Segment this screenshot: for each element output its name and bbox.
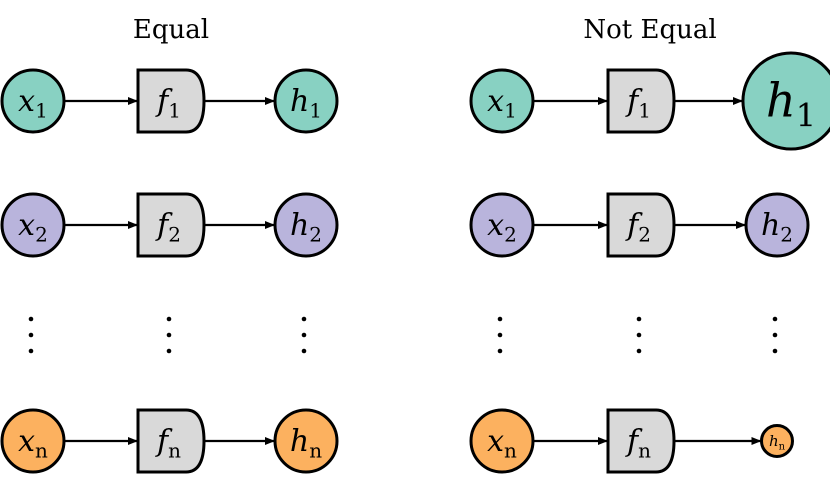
panel1-ellipsis-col2-dot1: [166, 316, 172, 322]
panel2-row1-output-label-symbol: h: [766, 73, 796, 127]
panel2-ellipsis-col1-dot3: [497, 348, 503, 354]
panel2-row1-input-label: x1: [487, 84, 517, 123]
panel2-row3-input-label-subscript: n: [504, 439, 517, 463]
panel2-row1-function-label-subscript: 1: [638, 99, 651, 123]
panel2-row1-output-label: h1: [766, 73, 816, 134]
panel1-ellipsis-col2-dot3: [166, 348, 172, 354]
panel1-ellipsis-col3-dot3: [301, 348, 307, 354]
panel2-row2-output-label: h2: [761, 208, 793, 247]
panel2-ellipsis-col3-dot3: [772, 348, 778, 354]
panel1-row3-input-label-symbol: x: [18, 424, 35, 459]
panel2-row3-output-label-symbol: h: [769, 432, 779, 450]
panel2-ellipsis-col1-dot2: [497, 332, 503, 338]
panel2-row1-output-label-subscript: 1: [796, 97, 816, 135]
panel1-row3-function-label-subscript: n: [168, 439, 181, 463]
panel2-row2-output-node: [744, 192, 810, 258]
panel1-row2-output-node: [273, 192, 339, 258]
panel2-row2-output-label-subscript: 2: [780, 223, 793, 247]
panel1-row2-output-label: h2: [290, 208, 322, 247]
panel2-row1-input-label-subscript: 1: [504, 99, 517, 123]
panel1-row1-output-label-subscript: 1: [309, 99, 322, 123]
panel2-ellipsis-col1-dot1: [497, 316, 503, 322]
panel2-ellipsis-col3-dot2: [772, 332, 778, 338]
panel1-row2-output-label-symbol: h: [290, 208, 309, 243]
panel1-row3-input-label-subscript: n: [35, 439, 48, 463]
panel1-row2-function-label-subscript: 2: [168, 223, 181, 247]
panel1-row3-function-block: [136, 408, 206, 474]
panel1-ellipsis-col2-dot2: [166, 332, 172, 338]
panel2-ellipsis-col2-dot1: [636, 316, 642, 322]
panel2-ellipsis-col2-dot3: [636, 348, 642, 354]
panel2-row2-output-label-symbol: h: [761, 208, 780, 243]
panel1-row3-input-label: xn: [18, 424, 48, 463]
panel1-row1-output-node: [273, 68, 339, 134]
panel1-row3-output-label-symbol: h: [290, 424, 309, 459]
panel1-row2-function-block: [136, 192, 206, 258]
panel1-row2-input-label-symbol: x: [18, 208, 35, 243]
panel1-ellipsis-col1-dot1: [28, 316, 34, 322]
panel1-row1-input-label-subscript: 1: [35, 99, 48, 123]
panel1-row1-output-label: h1: [290, 84, 322, 123]
panel1-row1-input-label: x1: [18, 84, 48, 123]
panel2-row2-input-label-subscript: 2: [504, 223, 517, 247]
panel1-ellipsis-col1-dot2: [28, 332, 34, 338]
panel1-row2-input-label-subscript: 2: [35, 223, 48, 247]
panel2-row3-input-label-symbol: x: [487, 424, 504, 459]
panel2-row3-function-label-subscript: n: [638, 439, 651, 463]
panel1-row1-output-label-symbol: h: [290, 84, 309, 119]
panel1-ellipsis-col3-dot1: [301, 316, 307, 322]
panel2-row3-input-label: xn: [487, 424, 517, 463]
panel2-ellipsis-col3-dot1: [772, 316, 778, 322]
panel2-row3-output-node: [760, 424, 794, 458]
panel2-row1-input-label-symbol: x: [487, 84, 504, 119]
panel1-row2-output-label-subscript: 2: [309, 223, 322, 247]
panel1-row3-output-label: hn: [290, 424, 322, 463]
panel2-row1-output-node: [741, 51, 830, 151]
panel1-row2-input-label: x2: [18, 208, 48, 247]
panel2-row2-function-label-subscript: 2: [638, 223, 651, 247]
panel-title-equal: Equal: [133, 15, 209, 45]
panel1-row1-input-label-symbol: x: [18, 84, 35, 119]
panel1-row3-output-node: [273, 408, 339, 474]
panel-title-not-equal: Not Equal: [583, 15, 716, 45]
panel1-ellipsis-col3-dot2: [301, 332, 307, 338]
panel1-ellipsis-col1-dot3: [28, 348, 34, 354]
panel2-row3-output-label: hn: [769, 432, 786, 452]
panel2-ellipsis-col2-dot2: [636, 332, 642, 338]
panel2-row2-input-label-symbol: x: [487, 208, 504, 243]
panel2-row2-input-label: x2: [487, 208, 517, 247]
panel1-row1-function-block: [136, 68, 206, 134]
panel1-row3-output-label-subscript: n: [309, 439, 322, 463]
panel1-row1-function-label-subscript: 1: [168, 99, 181, 123]
panel2-row3-output-label-subscript: n: [779, 441, 786, 452]
